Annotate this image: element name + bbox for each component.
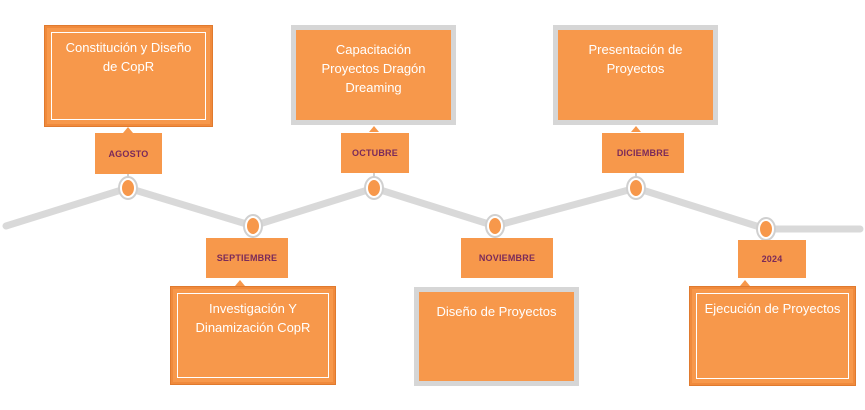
milestone-text-octubre: Capacitación Proyectos Dragón Dreaming (321, 42, 426, 95)
milestone-text-septiembre: Investigación Y Dinamización CopR (195, 301, 311, 335)
timeline-node-agosto (118, 176, 138, 200)
timeline-node-septiembre (243, 214, 263, 238)
pointer-arrow (123, 127, 133, 133)
milestone-text-agosto: Constitución y Diseño de CopR (65, 40, 192, 74)
timeline-node-2024 (756, 217, 776, 241)
month-label-octubre: OCTUBRE (341, 133, 409, 173)
milestone-box-noviembre: Diseño de Proyectos (414, 287, 579, 386)
timeline-node-octubre (364, 176, 384, 200)
pointer-arrow (631, 126, 641, 132)
month-label-diciembre: DICIEMBRE (602, 133, 684, 173)
milestone-box-septiembre: Investigación Y Dinamización CopR (171, 287, 335, 384)
month-label-septiembre: SEPTIEMBRE (206, 238, 288, 278)
timeline-node-noviembre (485, 214, 505, 238)
milestone-box-agosto: Constitución y Diseño de CopR (45, 26, 212, 126)
month-label-noviembre: NOVIEMBRE (461, 238, 553, 278)
milestone-box-diciembre: Presentación de Proyectos (553, 25, 718, 125)
pointer-arrow (235, 280, 245, 286)
pointer-arrow (740, 280, 750, 286)
milestone-box-2024: Ejecución de Proyectos (690, 287, 855, 385)
milestone-box-octubre: Capacitación Proyectos Dragón Dreaming (291, 25, 456, 125)
month-label-agosto: AGOSTO (95, 133, 162, 174)
milestone-text-noviembre: Diseño de Proyectos (436, 304, 557, 319)
milestone-text-diciembre: Presentación de Proyectos (588, 42, 683, 76)
pointer-arrow (369, 126, 379, 132)
timeline-node-diciembre (626, 176, 646, 200)
timeline-line (2, 184, 864, 233)
milestone-text-2024: Ejecución de Proyectos (704, 301, 841, 316)
month-label-2024: 2024 (738, 240, 806, 278)
